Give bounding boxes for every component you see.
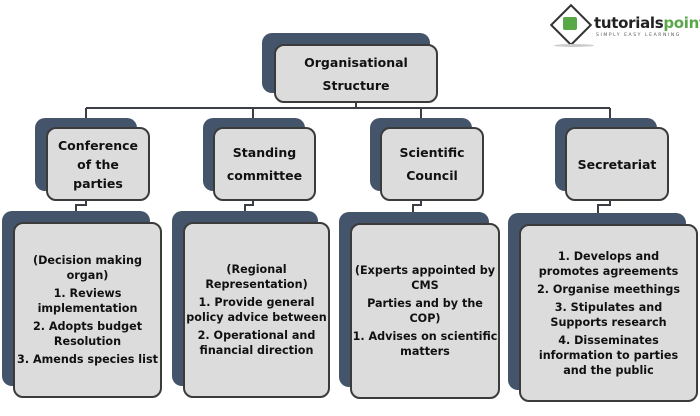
branch-title: Standing committee <box>226 145 303 183</box>
detail-item: (Regional Representation) <box>205 263 308 291</box>
detail-item: (Decision making organ) <box>33 254 142 282</box>
details-list: (Experts appointed by CMS Parties and by… <box>352 260 498 362</box>
detail-item: Parties and by the COP) <box>367 297 483 325</box>
branch-details-conference-of-the-parties: (Decision making organ) 1. Reviews imple… <box>2 211 162 398</box>
branch-title: Secretariat <box>577 156 657 172</box>
branch-details-standing-committee: (Regional Representation) 1. Provide gen… <box>172 211 330 398</box>
logo-book-icon <box>563 17 577 30</box>
detail-item: 3. Amends species list <box>17 353 158 366</box>
detail-item: (Experts appointed by CMS <box>354 264 496 292</box>
tutorialspoint-logo: tutorialspoint SIMPLY EASY LEARNING <box>549 3 700 48</box>
branch-header-scientific-council: Scientific Council <box>370 118 484 201</box>
detail-item: 1. Provide general policy advice between <box>186 296 327 324</box>
branch-details-scientific-council: (Experts appointed by CMS Parties and by… <box>339 212 500 399</box>
branch-header-secretariat: Secretariat <box>555 118 669 201</box>
root-node: Organisational Structure <box>262 33 438 103</box>
root-title: Organisational Structure <box>304 54 408 93</box>
branch-header-conference-of-the-parties: Conference of the parties <box>35 118 150 201</box>
detail-item: 1. Advises on scientific matters <box>352 330 498 358</box>
logo-name: tutorialspoint <box>594 14 700 32</box>
detail-item: 1. Reviews implementation <box>37 287 138 315</box>
branch-header-standing-committee: Standing committee <box>203 118 316 201</box>
detail-item: 2. Organise meethings <box>536 282 681 296</box>
detail-item: 2. Adopts budget Resolution <box>32 320 143 348</box>
detail-item: 2. Operational and financial direction <box>197 329 316 357</box>
details-list: (Regional Representation) 1. Provide gen… <box>185 259 328 361</box>
branch-title: Scientific Council <box>399 145 465 183</box>
detail-item: 1. Develops and promotes agreements <box>538 249 679 278</box>
details-list: 1. Develops and promotes agreements 2. O… <box>521 246 696 381</box>
branch-details-secretariat: 1. Develops and promotes agreements 2. O… <box>508 213 698 402</box>
logo-tagline: SIMPLY EASY LEARNING <box>596 33 681 38</box>
branch-title: Conference of the parties <box>57 137 138 191</box>
detail-item: 4. Disseminates information to parties a… <box>538 333 679 377</box>
details-list: (Decision making organ) 1. Reviews imple… <box>15 250 160 370</box>
detail-item: 3. Stipulates and Supports research <box>550 300 667 329</box>
